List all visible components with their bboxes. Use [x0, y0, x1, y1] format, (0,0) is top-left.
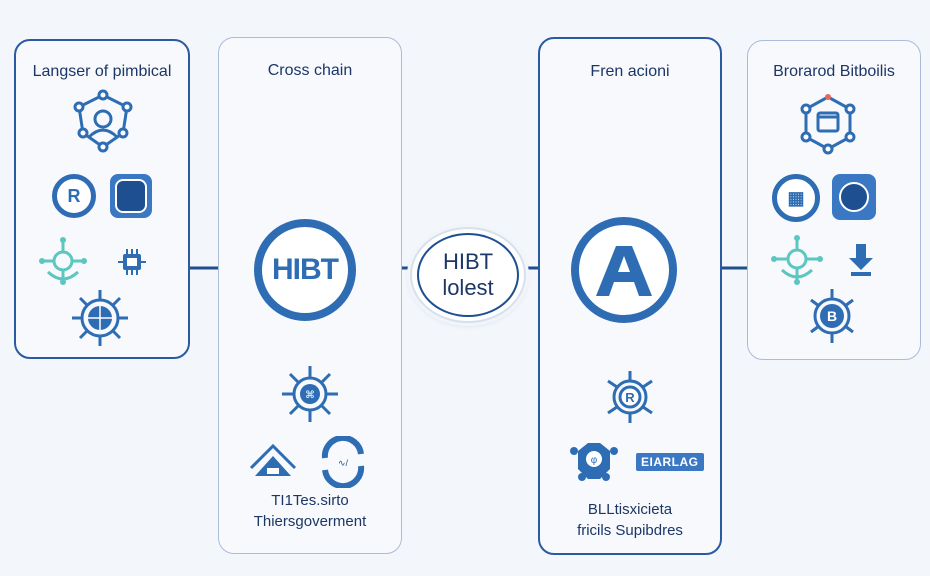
center-hub-line-1: HIBT — [442, 249, 494, 274]
cpu-chip-icon — [118, 249, 146, 275]
svg-text:⌘: ⌘ — [305, 390, 315, 401]
panel-broad-builds: Brorarod Bitboilis ▦ — [747, 40, 921, 360]
hibt-hub-label: HIBT — [272, 253, 339, 286]
panel-title: Brorarod Bitboilis — [773, 63, 895, 80]
actions-caption: BLLtisxicieta fricils Supibdres — [540, 499, 720, 541]
a-letter-icon — [596, 246, 652, 296]
badge-b-label: B — [827, 308, 837, 324]
cross-chain-caption: TI1Tes.sirto Thiersgoverment — [219, 490, 401, 532]
network-user-icon — [73, 89, 133, 153]
network-box-icon — [800, 94, 856, 155]
badge-c-icon: ▦ — [772, 174, 820, 222]
caption-line-2: Thiersgoverment — [253, 513, 367, 530]
badge-r-label: R — [67, 185, 81, 206]
caption-line-1: BLLtisxicieta — [587, 501, 673, 518]
gear-globe-icon — [72, 290, 128, 346]
svg-text:R: R — [625, 390, 635, 405]
svg-text:∿/: ∿/ — [338, 458, 349, 468]
caption-line-1: TI1Tes.sirto — [271, 492, 349, 509]
teal-node-icon — [771, 235, 823, 285]
home-network-icon — [249, 443, 297, 476]
badge-r-icon: R — [52, 174, 96, 218]
network-node-icon: ⌘ — [282, 366, 338, 422]
panel-title: Cross chain — [267, 62, 353, 79]
panel-title: Fren acioni — [590, 63, 670, 80]
a-hub[interactable] — [571, 217, 677, 323]
hibt-center-hub[interactable]: HIBT lolest — [410, 227, 526, 323]
panel-title: Langser of pimbical — [32, 63, 172, 80]
r-node-icon: R — [607, 371, 653, 423]
caption-line-2: fricils Supibdres — [577, 522, 683, 539]
teal-network-icon — [39, 237, 87, 285]
flag-tag: EIARLAG — [636, 453, 704, 471]
b-node-icon: B — [810, 289, 854, 343]
gear-cluster-icon: φ — [570, 443, 618, 481]
svg-text:φ: φ — [591, 455, 598, 466]
hibt-hub[interactable]: HIBT — [254, 219, 356, 321]
panel-layers: Langser of pimbical R — [14, 39, 190, 359]
center-hub-line-2: lolest — [442, 275, 494, 300]
sync-cycle-icon: ∿/ — [321, 436, 365, 488]
download-icon — [849, 244, 873, 276]
coin-card-icon — [832, 174, 876, 220]
chip-card-icon — [110, 174, 152, 218]
